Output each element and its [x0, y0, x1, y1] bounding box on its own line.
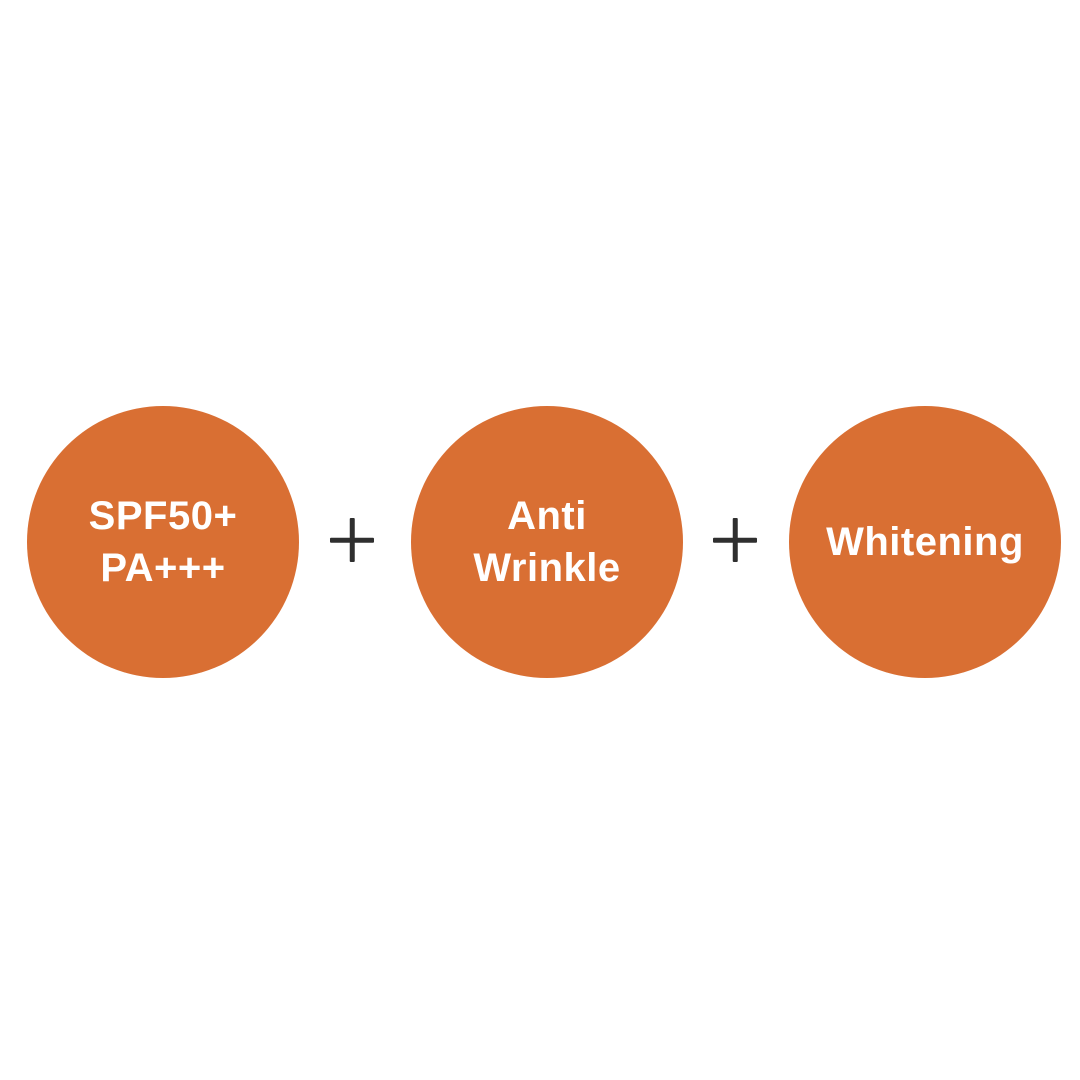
benefit-circle-whitening: Whitening: [789, 406, 1061, 678]
benefit-label-line1: SPF50+: [88, 494, 238, 538]
benefit-circle-sun-protection: SPF50+ PA+++: [27, 406, 299, 678]
plus-icon: [713, 518, 757, 562]
benefit-label-line1: Anti: [507, 494, 587, 538]
plus-icon: [330, 518, 374, 562]
benefit-label-line2: PA+++: [100, 546, 226, 590]
benefit-circle-anti-wrinkle: Anti Wrinkle: [411, 406, 683, 678]
benefit-label-line2: Wrinkle: [473, 546, 621, 590]
benefit-label-line1: Whitening: [826, 520, 1024, 564]
